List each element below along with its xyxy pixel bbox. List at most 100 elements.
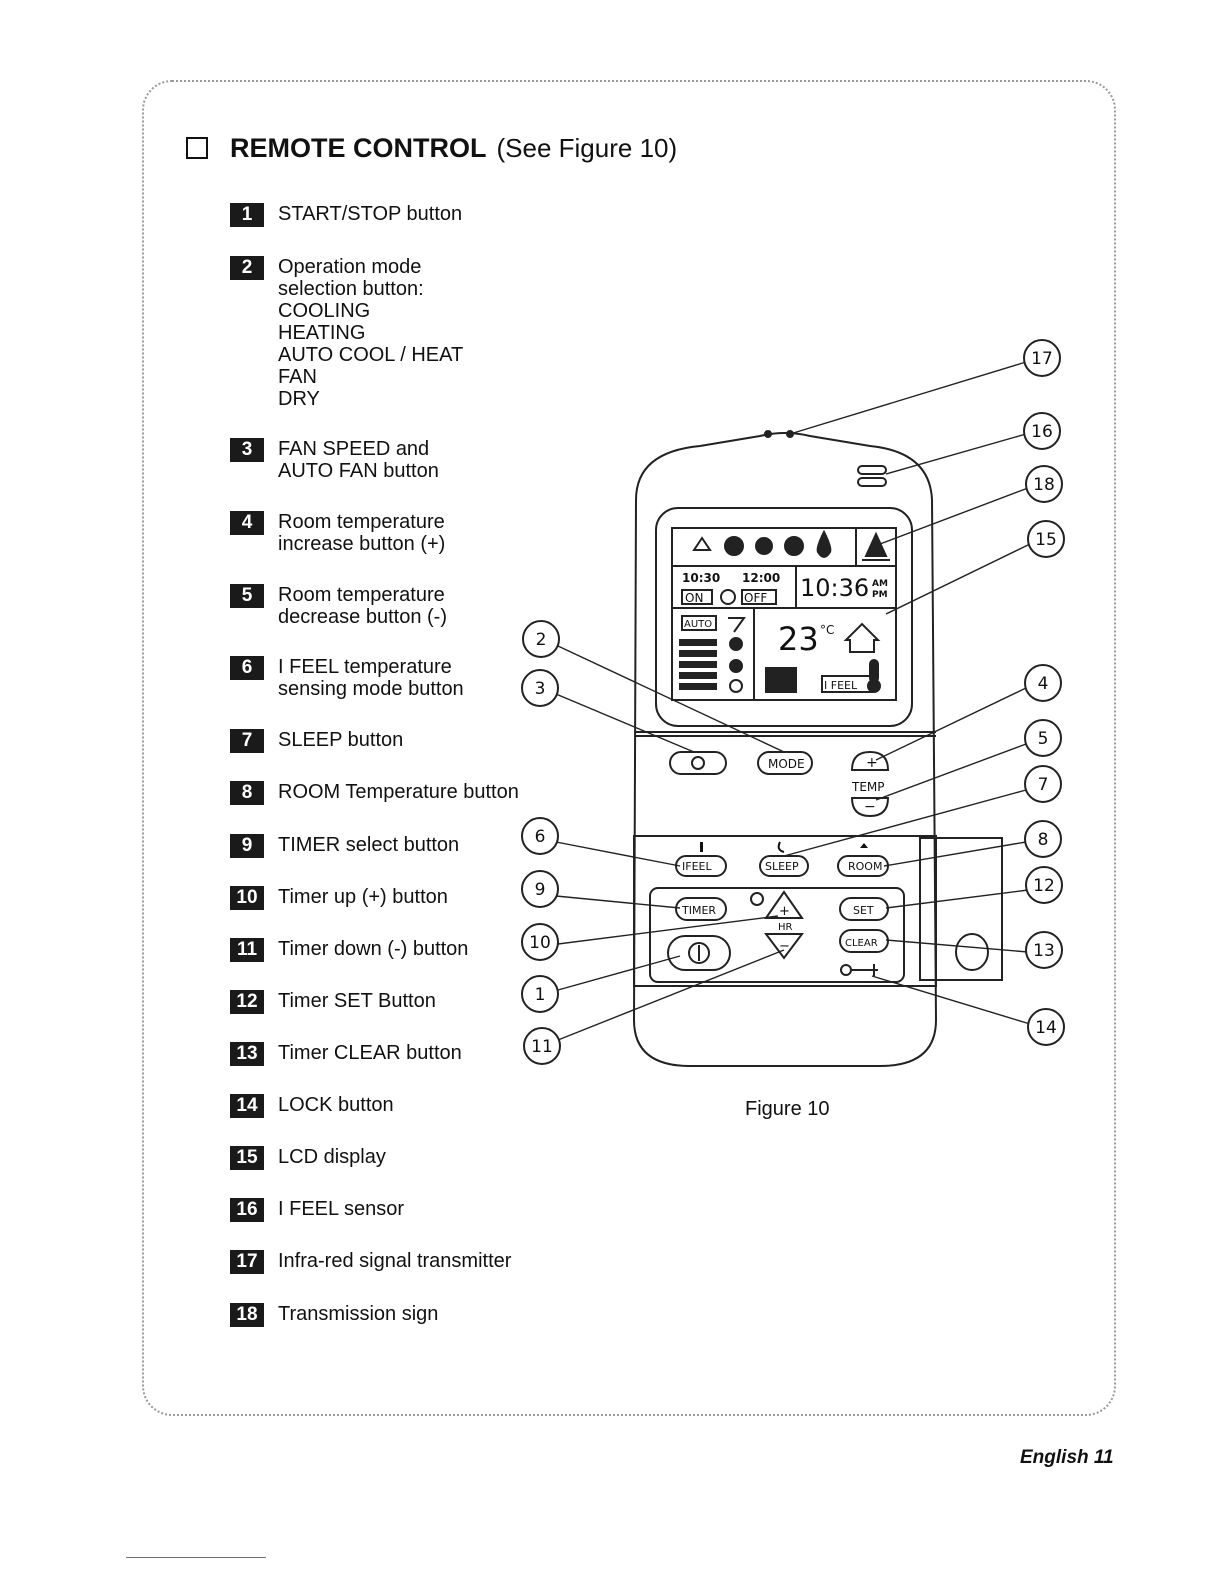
legend-text: Timer down (-) button	[278, 938, 469, 960]
sleep-button-label: SLEEP	[765, 860, 799, 873]
lcd-temp-unit: °C	[820, 623, 834, 637]
legend-number: 11	[230, 938, 264, 962]
heat-mode-icon	[755, 537, 773, 555]
callout-3-label: 3	[535, 679, 546, 699]
legend-item: 7 SLEEP button	[230, 729, 403, 753]
legend-text: Timer CLEAR button	[278, 1042, 462, 1064]
legend-number: 10	[230, 886, 264, 910]
mode-button	[757, 751, 813, 775]
house-icon	[843, 622, 881, 653]
callout-4	[1024, 664, 1062, 702]
callout-6-label: 6	[535, 827, 546, 847]
ir-transmitter-icon	[764, 430, 772, 438]
set-button-label: SET	[853, 904, 874, 917]
heading-reference: (See Figure 10)	[496, 132, 678, 163]
timer-plus-label: +	[779, 904, 790, 919]
legend-text: Transmission sign	[278, 1303, 439, 1325]
callout-10-label: 10	[529, 933, 551, 953]
side-button	[955, 933, 989, 971]
legend-text: Operation mode selection button: COOLING…	[278, 256, 464, 410]
legend-text: ROOM Temperature button	[278, 781, 519, 803]
callout-11	[523, 1027, 561, 1065]
legend-item: 13 Timer CLEAR button	[230, 1042, 462, 1066]
fan-speed-button	[669, 751, 727, 775]
callout-6	[521, 817, 559, 855]
callout-3	[521, 669, 559, 707]
footer-rule	[126, 1557, 266, 1558]
legend-text: TIMER select button	[278, 834, 460, 856]
legend-number: 6	[230, 656, 264, 680]
callout-18-label: 18	[1033, 475, 1055, 495]
callout-2-label: 2	[536, 630, 547, 650]
legend-text: Timer SET Button	[278, 990, 436, 1012]
section-heading: REMOTE CONTROL (See Figure 10)	[186, 128, 677, 168]
clock-icon	[720, 589, 736, 605]
legend-item: 12 Timer SET Button	[230, 990, 436, 1014]
lcd-am: AM	[872, 579, 888, 589]
legend-text: Timer up (+) button	[278, 886, 448, 908]
legend-item: 11 Timer down (-) button	[230, 938, 468, 962]
callout-10	[521, 923, 559, 961]
page-footer: English 11	[1020, 1447, 1114, 1468]
callout-5	[1024, 719, 1062, 757]
temp-up-button	[850, 750, 890, 771]
callout-8	[1024, 820, 1062, 858]
callout-4-label: 4	[1038, 674, 1049, 694]
callout-17	[1023, 339, 1061, 377]
callout-15-label: 15	[1035, 530, 1057, 550]
callout-1	[521, 975, 559, 1013]
temp-plus-label: +	[866, 755, 878, 771]
legend-text: SLEEP button	[278, 729, 404, 751]
legend-text: Infra-red signal transmitter	[278, 1250, 512, 1272]
timer-button-label: TIMER	[681, 904, 716, 917]
callout-12	[1025, 866, 1063, 904]
ifeel-button-label: IFEEL	[682, 860, 712, 873]
legend-number: 12	[230, 990, 264, 1014]
legend-number: 16	[230, 1198, 264, 1222]
fan-mode-icon	[784, 536, 804, 556]
legend-text: I FEEL sensor	[278, 1198, 404, 1220]
clear-button-label: CLEAR	[845, 938, 878, 949]
callout-8-label: 8	[1038, 830, 1049, 850]
sleep-moon-small-icon	[777, 841, 785, 853]
legend-number: 15	[230, 1146, 264, 1170]
lcd-frame	[655, 507, 913, 727]
legend-number: 7	[230, 729, 264, 753]
lcd-timer-on-time: 10:30	[682, 571, 720, 585]
callout-7	[1024, 765, 1062, 803]
legend-number: 8	[230, 781, 264, 805]
lcd-clock: 10:36	[800, 574, 869, 602]
callout-18	[1025, 465, 1063, 503]
legend-text: Room temperature decrease button (-)	[278, 584, 447, 628]
legend-number: 13	[230, 1042, 264, 1066]
room-house-small-icon	[860, 843, 868, 848]
start-stop-button	[667, 935, 731, 971]
legend-number: 1	[230, 203, 264, 227]
fan-speed-icon	[729, 637, 743, 651]
legend-item: 16 I FEEL sensor	[230, 1198, 404, 1222]
callout-9	[521, 870, 559, 908]
dry-mode-icon	[816, 529, 832, 558]
callout-14	[1027, 1008, 1065, 1046]
transmission-sign-icon	[864, 531, 888, 557]
swing-icon	[728, 617, 746, 633]
set-button	[839, 897, 889, 921]
callout-5-label: 5	[1038, 729, 1049, 749]
heading-title: REMOTE CONTROL	[230, 132, 487, 163]
lower-panel	[633, 835, 937, 987]
legend-number: 18	[230, 1303, 264, 1327]
fan-speed-bars	[679, 639, 717, 646]
lock-key-icon	[840, 964, 852, 976]
timer-button	[675, 897, 727, 921]
ifeel-thermometer-small-icon	[700, 842, 703, 852]
timer-down-button	[764, 933, 804, 960]
lcd-timer-off-time: 12:00	[742, 571, 780, 585]
side-flap	[919, 837, 1003, 981]
callout-13	[1025, 931, 1063, 969]
